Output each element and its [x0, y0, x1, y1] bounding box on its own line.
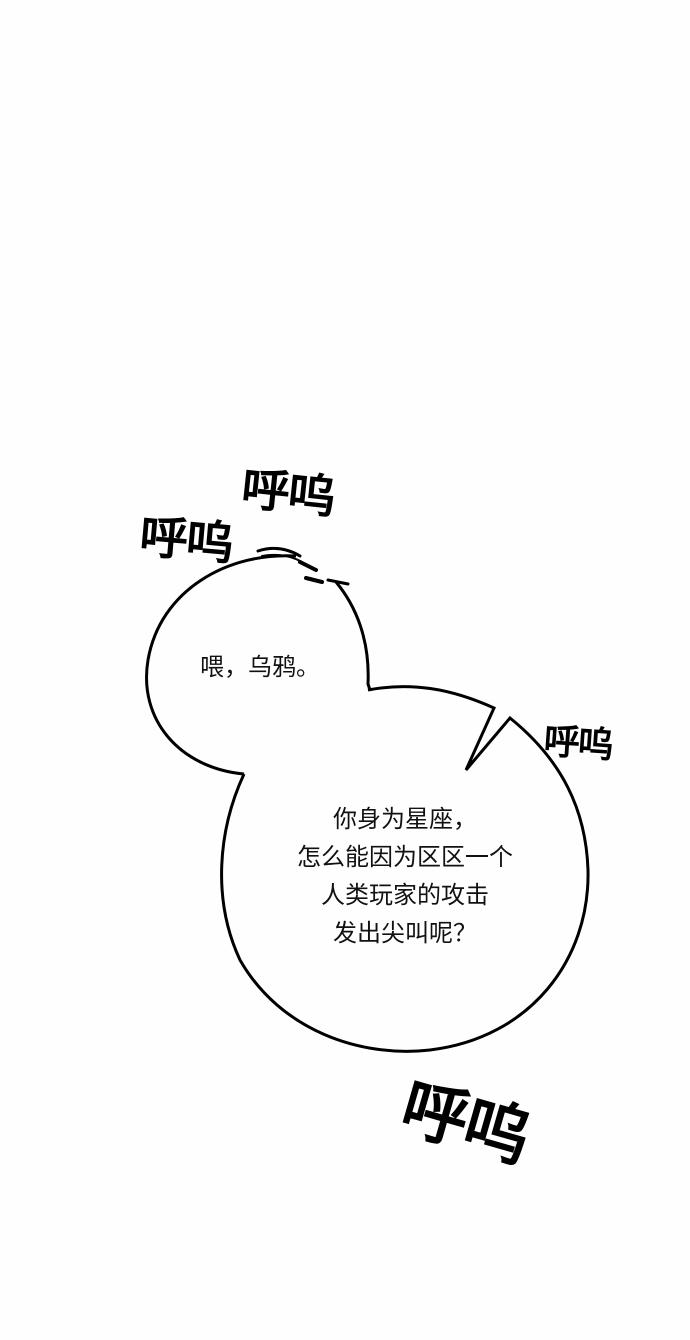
sfx-whoosh-upper: 呼呜	[238, 461, 337, 525]
sfx-whoosh-left: 呼呜	[137, 509, 235, 571]
sfx-whoosh-right: 呼呜	[542, 720, 614, 767]
dialogue-large-bubble: 你身为星座， 怎么能因为区区一个 人类玩家的攻击 发出尖叫呢？	[240, 800, 570, 952]
small-bubble-outline-right	[334, 581, 372, 691]
dialogue-line: 人类玩家的攻击	[321, 881, 489, 909]
large-bubble-outline	[220, 685, 590, 1053]
dialogue-line: 怎么能因为区区一个	[297, 843, 513, 871]
dialogue-line: 发出尖叫呢？	[333, 919, 477, 947]
dialogue-line: 你身为星座，	[333, 805, 477, 833]
dialogue-small-bubble: 喂，乌鸦。	[200, 653, 320, 681]
sfx-speed-lines	[256, 546, 350, 586]
small-bubble-outline	[145, 554, 297, 776]
